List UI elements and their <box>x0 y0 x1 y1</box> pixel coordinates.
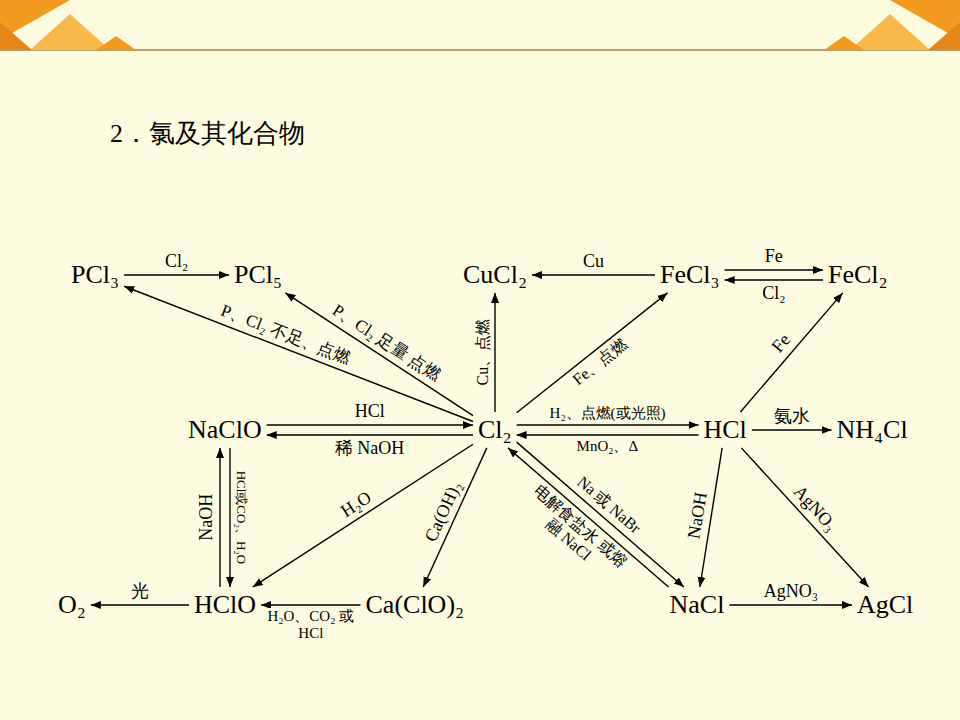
corner-triangle <box>824 36 864 50</box>
corner-triangle <box>30 14 110 50</box>
formula-text: AgCl <box>857 590 913 620</box>
reaction-condition: Cu <box>581 251 606 272</box>
chemical-formula: HClO <box>192 590 258 620</box>
reaction-condition: 氨水 <box>772 406 812 427</box>
reaction-arrow <box>267 424 473 425</box>
reaction-condition: Cl₂ <box>163 251 190 272</box>
chemical-formula: FeCl₂ <box>826 260 890 290</box>
reaction-arrow <box>517 293 668 413</box>
chemical-formula: AgCl <box>855 590 915 620</box>
chemical-formula: PCl₃ <box>69 260 121 290</box>
corner-triangle <box>850 14 930 50</box>
chemical-formula: Ca(ClO)₂ <box>364 590 467 620</box>
reaction-condition: AgNO₃ <box>762 581 820 602</box>
chemical-formula: FeCl₃ <box>658 260 722 290</box>
header-rule <box>0 49 960 51</box>
formula-text: FeCl₃ <box>660 260 720 290</box>
formula-text: Ca(ClO)₂ <box>366 590 465 620</box>
reaction-arrow <box>725 279 823 280</box>
reaction-condition: 稀 NaOH <box>333 438 407 459</box>
corner-triangle <box>96 36 136 50</box>
reaction-arrow <box>740 293 842 412</box>
reaction-condition: H₂、点燃(或光照) <box>548 405 668 422</box>
reaction-arrow <box>517 424 699 425</box>
reaction-condition: NaOH <box>196 492 217 543</box>
formula-text: NaCl <box>670 590 725 620</box>
formula-text: FeCl₂ <box>828 260 888 290</box>
chemical-formula: Cl₂ <box>476 415 514 445</box>
corner-triangle <box>928 22 960 50</box>
reaction-arrow <box>532 274 655 275</box>
formula-text: NaClO <box>188 415 262 445</box>
reaction-arrow <box>124 274 229 275</box>
reaction-arrow <box>124 286 473 421</box>
chemical-formula: NaCl <box>668 590 727 620</box>
reaction-arrow <box>229 448 230 587</box>
reaction-arrow <box>494 293 495 412</box>
reaction-condition: Fe <box>763 246 785 267</box>
formula-text: NH₄Cl <box>837 415 908 445</box>
reaction-condition: HCl <box>353 401 387 422</box>
chemical-formula: NH₄Cl <box>835 415 910 445</box>
reaction-arrow <box>267 434 473 435</box>
reaction-arrow <box>729 604 852 605</box>
chemical-formula: CuCl₂ <box>461 260 529 290</box>
formula-text: HClO <box>194 590 256 620</box>
slide-title: 2．氯及其化合物 <box>110 116 305 151</box>
chemical-formula: HCl <box>702 415 749 445</box>
reaction-arrow <box>91 604 189 605</box>
reaction-arrow <box>741 448 868 587</box>
reaction-condition: MnO₂、Δ <box>575 438 641 455</box>
reaction-arrow <box>219 448 220 587</box>
formula-text: HCl <box>704 415 747 445</box>
formula-text: O₂ <box>58 590 86 620</box>
reaction-arrow <box>517 434 699 435</box>
reaction-condition: Cu、点燃 <box>474 317 492 388</box>
reaction-arrow <box>725 269 823 270</box>
chemical-formula: PCl₅ <box>232 260 284 290</box>
formula-text: CuCl₂ <box>463 260 527 290</box>
reaction-arrow <box>752 429 832 430</box>
formula-text: PCl₃ <box>71 260 119 290</box>
formula-text: PCl₅ <box>234 260 282 290</box>
reaction-condition: H₂O、CO₂ 或HCl <box>259 608 363 643</box>
chemical-formula: O₂ <box>56 590 88 620</box>
reaction-condition: Cl₂ <box>760 283 787 304</box>
reaction-condition: HCl或CO₂、H₂O <box>233 469 248 567</box>
formula-text: Cl₂ <box>478 415 512 445</box>
reaction-arrow <box>253 444 473 587</box>
reaction-arrow <box>261 604 360 605</box>
reaction-condition: 光 <box>129 581 151 602</box>
corner-triangle <box>0 22 32 50</box>
chemical-formula: NaClO <box>186 415 264 445</box>
